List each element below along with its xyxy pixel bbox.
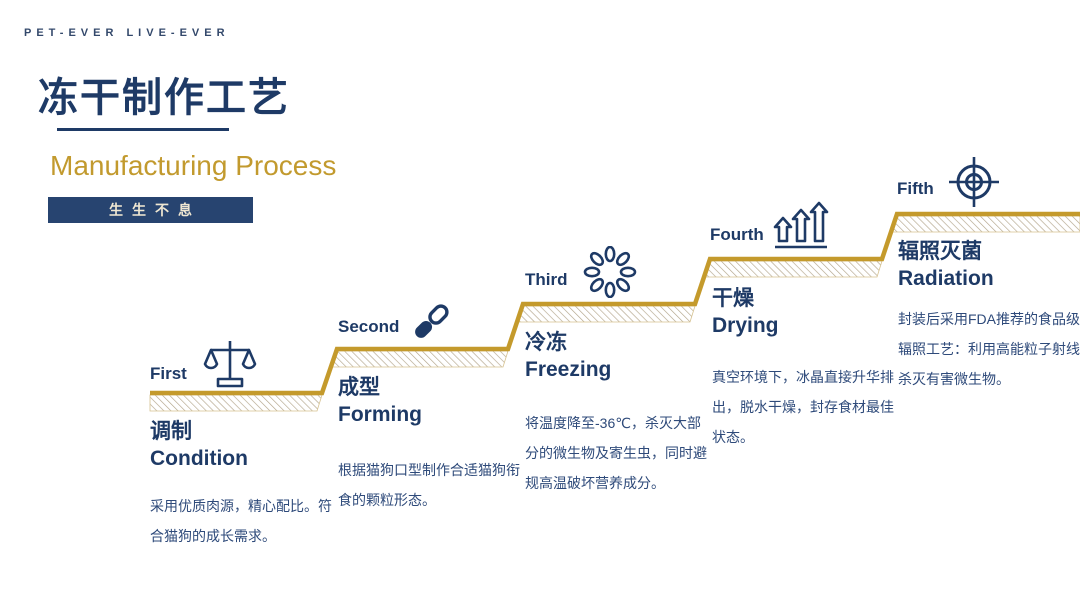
step-title-freezing: 冷冻 Freezing	[525, 329, 611, 383]
step-title-condition: 调制 Condition	[150, 418, 248, 472]
step-title-zh: 干燥	[712, 287, 754, 310]
page-subtitle: Manufacturing Process	[50, 150, 337, 181]
step-order-third: Third	[525, 270, 568, 289]
step-title-en: Freezing	[525, 358, 612, 381]
step-desc-condition: 采用优质肉源，精心配比。符合猫狗的成长需求。	[150, 498, 332, 544]
step-hatch-bands	[149, 215, 1080, 412]
freeze-spinner-icon	[583, 245, 637, 303]
step-desc-forming: 根据猫狗口型制作合适猫狗衔食的颗粒形态。	[338, 462, 520, 508]
step-title-en: Condition	[150, 447, 248, 470]
step-title-forming: 成型 Forming	[338, 374, 422, 428]
step-desc-drying: 真空环境下，冰晶直接升华排出，脱水干燥，封存食材最佳状态。	[712, 369, 894, 445]
step-title-radiation: 辐照灭菌 Radiation	[898, 238, 994, 292]
brand-logo-text: PET-EVER LIVE-EVER	[24, 27, 230, 39]
balance-scale-icon	[202, 337, 258, 396]
step-title-zh: 调制	[150, 420, 192, 443]
step-title-zh: 成型	[338, 376, 380, 399]
step-order-second: Second	[338, 317, 400, 336]
slogan-badge: 生生不息	[48, 197, 253, 223]
step-order-fifth: Fifth	[897, 179, 934, 198]
step-title-en: Forming	[338, 403, 422, 426]
step-title-en: Drying	[712, 314, 779, 337]
step-title-zh: 冷冻	[525, 331, 567, 354]
step-desc-radiation: 封装后采用FDA推荐的食品级辐照工艺：利用高能粒子射线杀灭有害微生物。	[898, 311, 1080, 387]
step-order-first: First	[150, 364, 187, 383]
step-title-en: Radiation	[898, 267, 994, 290]
step-title-drying: 干燥 Drying	[712, 285, 779, 339]
step-order-fourth: Fourth	[710, 225, 764, 244]
step-desc-freezing: 将温度降至-36℃，杀灭大部分的微生物及寄生虫，同时避规高温破坏营养成分。	[525, 415, 707, 491]
rising-arrows-icon	[772, 201, 830, 256]
step-title-zh: 辐照灭菌	[898, 240, 982, 263]
target-crosshair-icon	[947, 156, 1001, 213]
page-title: 冻干制作工艺	[38, 76, 290, 120]
title-underline	[57, 128, 229, 131]
chain-link-icon	[408, 299, 454, 350]
staircase-gold-line	[150, 211, 1080, 396]
